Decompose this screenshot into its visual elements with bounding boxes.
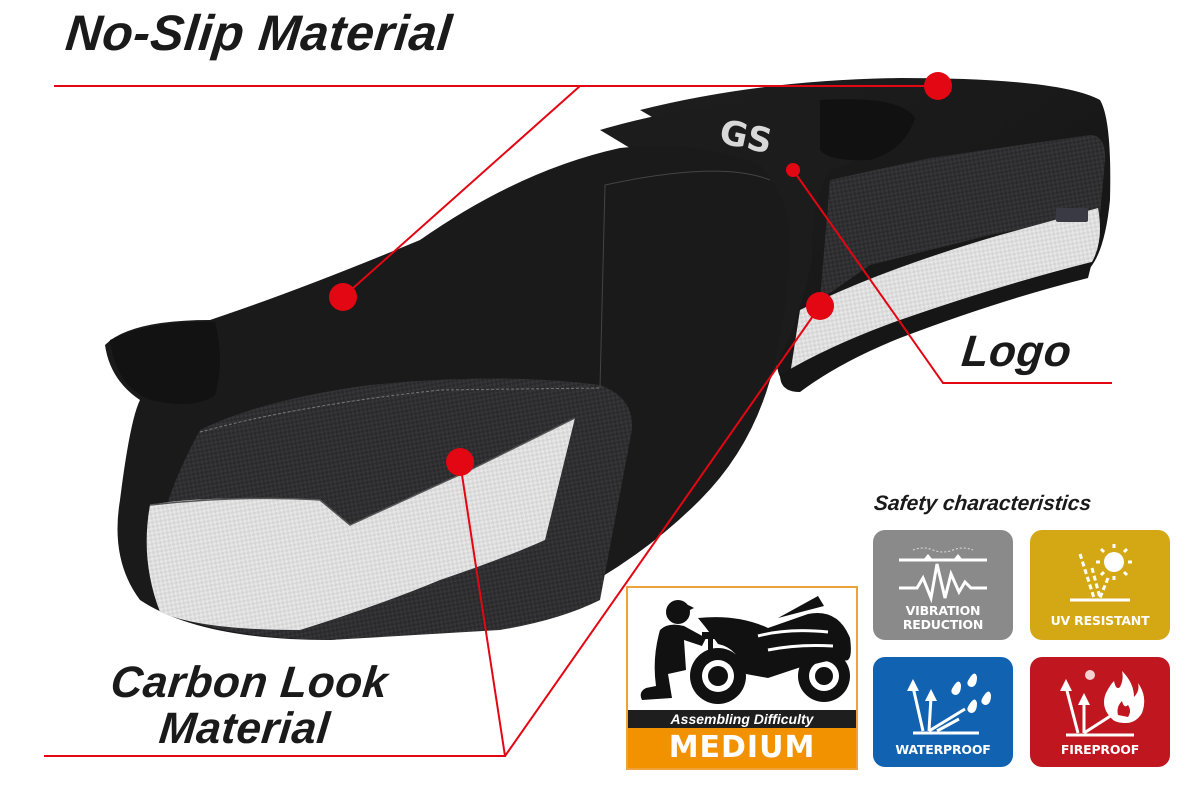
callout-carbon-line1: Carbon Look	[108, 658, 391, 707]
brand-tag	[1056, 208, 1088, 222]
callout-dot-carbon-rear	[806, 292, 834, 320]
waterproof-label: WATERPROOF	[895, 742, 991, 757]
flame-icon	[1060, 670, 1145, 737]
callout-carbon-look-material: Carbon Look Material	[57, 658, 437, 753]
uv-resistant-label: UV RESISTANT	[1050, 613, 1150, 628]
assembly-difficulty-badge: Assembling Difficulty MEDIUM	[626, 586, 858, 770]
sun-uv-icon	[1070, 544, 1132, 602]
vibration-label-1: VIBRATION	[905, 603, 981, 618]
vibration-reduction-tile: VIBRATION REDUCTION	[873, 530, 1013, 640]
vibration-label-2: REDUCTION	[902, 617, 984, 632]
vibration-icon	[899, 547, 987, 604]
water-drops-icon	[907, 673, 991, 735]
callout-no-slip-material: No-Slip Material	[63, 5, 455, 61]
waterproof-tile: WATERPROOF	[873, 657, 1013, 767]
callout-dot-logo	[786, 163, 800, 177]
callout-carbon-line2: Material	[156, 704, 333, 753]
callout-dot-carbon	[446, 448, 474, 476]
mechanic-motorcycle-icon	[640, 596, 851, 704]
uv-resistant-tile: UV RESISTANT	[1030, 530, 1170, 640]
assembly-difficulty-level: MEDIUM	[628, 728, 856, 768]
safety-characteristics-title: Safety characteristics	[872, 492, 1093, 515]
fireproof-tile: FIREPROOF	[1030, 657, 1170, 767]
fireproof-label: FIREPROOF	[1060, 742, 1140, 757]
callout-dot-no-slip	[329, 283, 357, 311]
callout-dot-no-slip-rear	[924, 72, 952, 100]
assembly-difficulty-label: Assembling Difficulty	[628, 710, 856, 728]
callout-logo: Logo	[959, 327, 1075, 376]
